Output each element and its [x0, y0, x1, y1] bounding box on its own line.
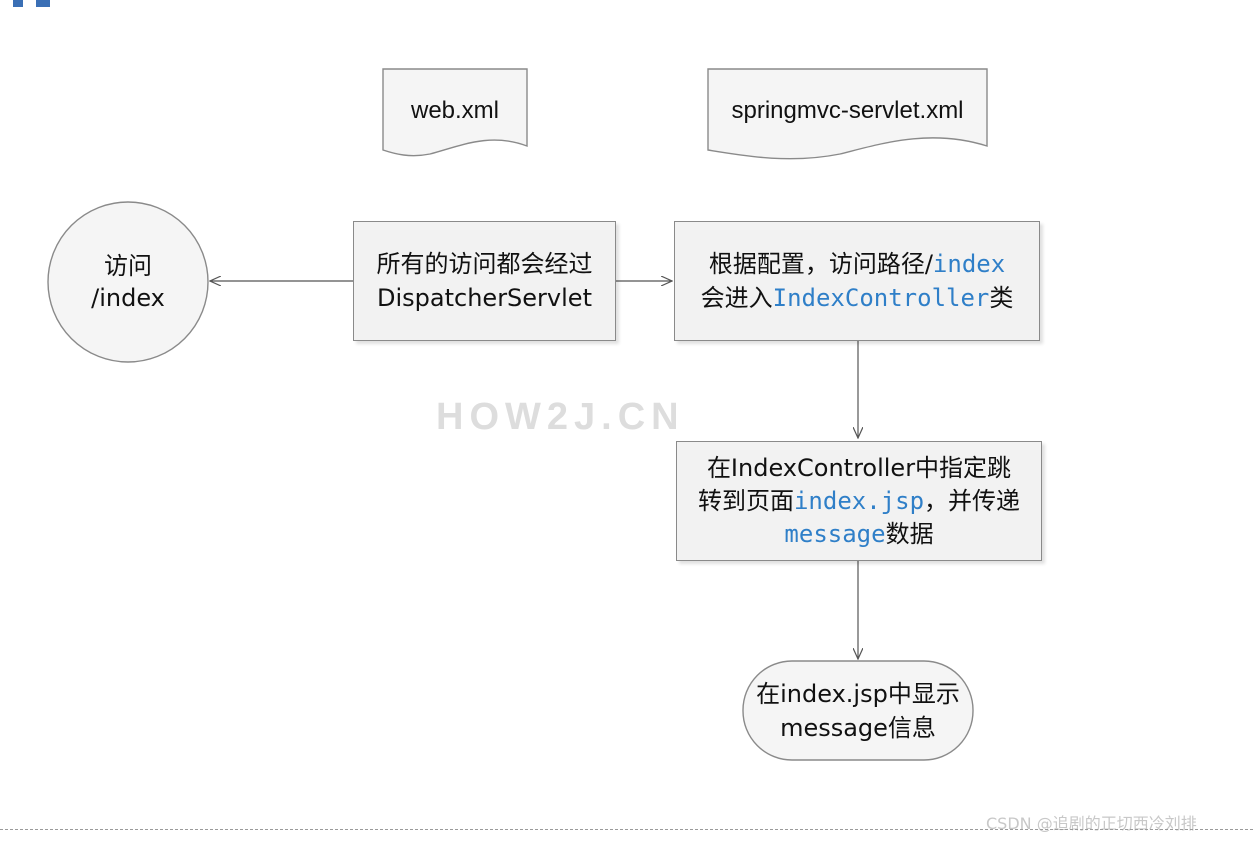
- controller-line2-suffix: ，并传递: [924, 486, 1021, 515]
- watermark: HOW2J.CN: [436, 396, 685, 438]
- dispatcher-line1: 所有的访问都会经过: [376, 250, 593, 278]
- config-line1: 根据配置，访问路径/index: [709, 247, 1005, 281]
- access-circle: [47, 201, 209, 363]
- jsp-terminal-label: 在index.jsp中显示 message信息: [743, 677, 973, 745]
- controller-line3-suffix: 数据: [885, 519, 934, 548]
- corner-icon: [13, 0, 50, 7]
- jsp-terminal-line2: message信息: [780, 714, 936, 742]
- config-line2-suffix: 类: [989, 284, 1014, 312]
- web-xml-document: [382, 68, 528, 157]
- web-xml-label: web.xml: [410, 97, 500, 124]
- bottom-divider: [0, 829, 1253, 830]
- config-box: 根据配置，访问路径/index 会进入IndexController类: [674, 221, 1040, 341]
- config-line2-text: 会进入: [700, 284, 773, 312]
- dispatcher-line2: DispatcherServlet: [377, 284, 592, 312]
- config-line2: 会进入IndexController类: [701, 281, 1014, 315]
- controller-line2: 转到页面index.jsp，并传递: [698, 485, 1020, 518]
- jsp-terminal-shape: [742, 660, 974, 761]
- access-label: 访问 /index: [48, 250, 208, 314]
- controller-line2-code: index.jsp: [793, 486, 925, 515]
- controller-line3: message数据: [784, 518, 933, 551]
- config-line1-code: index: [932, 250, 1006, 278]
- credit-text: CSDN @追剧的正切西冷刘排: [986, 814, 1197, 833]
- springmvc-xml-document: [707, 68, 988, 160]
- controller-line2-text: 转到页面: [697, 486, 794, 515]
- springmvc-xml-label: springmvc-servlet.xml: [731, 97, 964, 124]
- jsp-terminal-line1: 在index.jsp中显示: [756, 680, 960, 708]
- config-line1-text: 根据配置，访问路径/: [708, 250, 933, 278]
- access-label-line2: /index: [91, 284, 165, 312]
- controller-box: 在IndexController中指定跳 转到页面index.jsp，并传递 m…: [676, 441, 1042, 561]
- controller-line3-code: message: [784, 519, 886, 548]
- access-label-line1: 访问: [104, 252, 152, 280]
- controller-line1: 在IndexController中指定跳: [706, 453, 1012, 482]
- config-line2-code: IndexController: [772, 284, 990, 312]
- dispatcher-box: 所有的访问都会经过 DispatcherServlet: [353, 221, 616, 341]
